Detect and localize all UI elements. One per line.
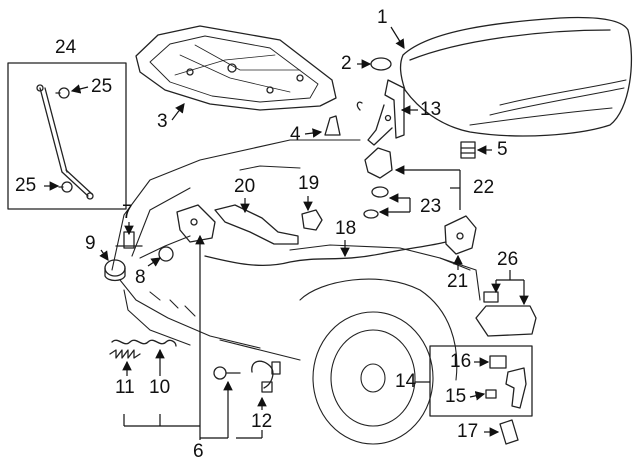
- leader-23: [378, 193, 411, 217]
- leader-9: [99, 249, 109, 261]
- callout-12: 12: [251, 411, 273, 432]
- hood-insulator-drawing: [135, 25, 337, 111]
- part-11-spring: [109, 349, 141, 359]
- callout-17: 17: [457, 421, 479, 442]
- part-4-clip: [324, 115, 341, 136]
- callout-20: 20: [234, 176, 256, 197]
- leader-26: [491, 270, 529, 306]
- vehicle-body-drawing: [111, 139, 481, 445]
- part-21-latch: [444, 215, 477, 255]
- part-17-lever: [499, 419, 519, 445]
- leader-25-top: [70, 84, 89, 94]
- part-26-release-handle: [475, 291, 537, 337]
- callout-6: 6: [193, 441, 204, 462]
- hood-hinge-drawing: [356, 79, 405, 146]
- leader-22: [394, 165, 461, 210]
- callout-4: 4: [290, 124, 301, 145]
- callout-1: 1: [377, 7, 388, 28]
- part-24-box: [7, 62, 127, 210]
- callout-22: 22: [473, 177, 495, 198]
- part-14-box: [429, 345, 533, 417]
- leader-4: [304, 128, 323, 138]
- callout-10: 10: [149, 377, 171, 398]
- hood-lock-lever: [505, 367, 527, 409]
- callout-5: 5: [497, 139, 508, 160]
- leader-1: [390, 26, 405, 50]
- callout-14: 14: [395, 371, 417, 392]
- leader-3: [171, 103, 185, 121]
- leader-12: [236, 396, 267, 439]
- callout-9: 9: [85, 233, 96, 254]
- callout-3: 3: [157, 111, 168, 132]
- part-9-nut: [104, 259, 126, 282]
- part-19-lock: [301, 209, 323, 231]
- callout-21: 21: [447, 271, 469, 292]
- callout-18: 18: [335, 218, 357, 239]
- part-10-spring: [111, 339, 177, 347]
- part-5-cushion: [460, 141, 476, 159]
- part-20-bracket: [214, 204, 299, 245]
- callout-8: 8: [135, 267, 146, 288]
- callout-15: 15: [445, 386, 467, 407]
- part-18-release-cable: [204, 241, 447, 267]
- leader-6: [123, 234, 233, 440]
- callout-11: 11: [115, 377, 135, 398]
- part-2-washer: [370, 57, 392, 71]
- part-25-ball-stud-bottom: [58, 181, 73, 193]
- callout-25-top: 25: [91, 76, 113, 97]
- callout-2: 2: [341, 53, 352, 74]
- part-15-clip: [485, 389, 497, 399]
- part-6-lock-assembly: [176, 204, 216, 243]
- callout-19: 19: [298, 173, 320, 194]
- callout-13: 13: [420, 99, 442, 120]
- leader-8: [147, 257, 161, 267]
- hood-drawing: [399, 16, 633, 137]
- hood-latch-drawing: [363, 147, 393, 219]
- hood-support-strut: [36, 84, 94, 200]
- callout-24: 24: [55, 37, 77, 58]
- callout-16: 16: [450, 351, 472, 372]
- part-12-switch: [213, 360, 281, 393]
- callout-25-bottom: 25: [15, 175, 37, 196]
- part-16-bushing: [489, 355, 507, 369]
- leader-15: [469, 391, 486, 401]
- part-25-ball-stud-top: [55, 87, 70, 99]
- callout-7: 7: [122, 202, 133, 223]
- part-8-grommet: [158, 246, 174, 262]
- callout-26: 26: [497, 249, 519, 270]
- callout-23: 23: [420, 196, 442, 217]
